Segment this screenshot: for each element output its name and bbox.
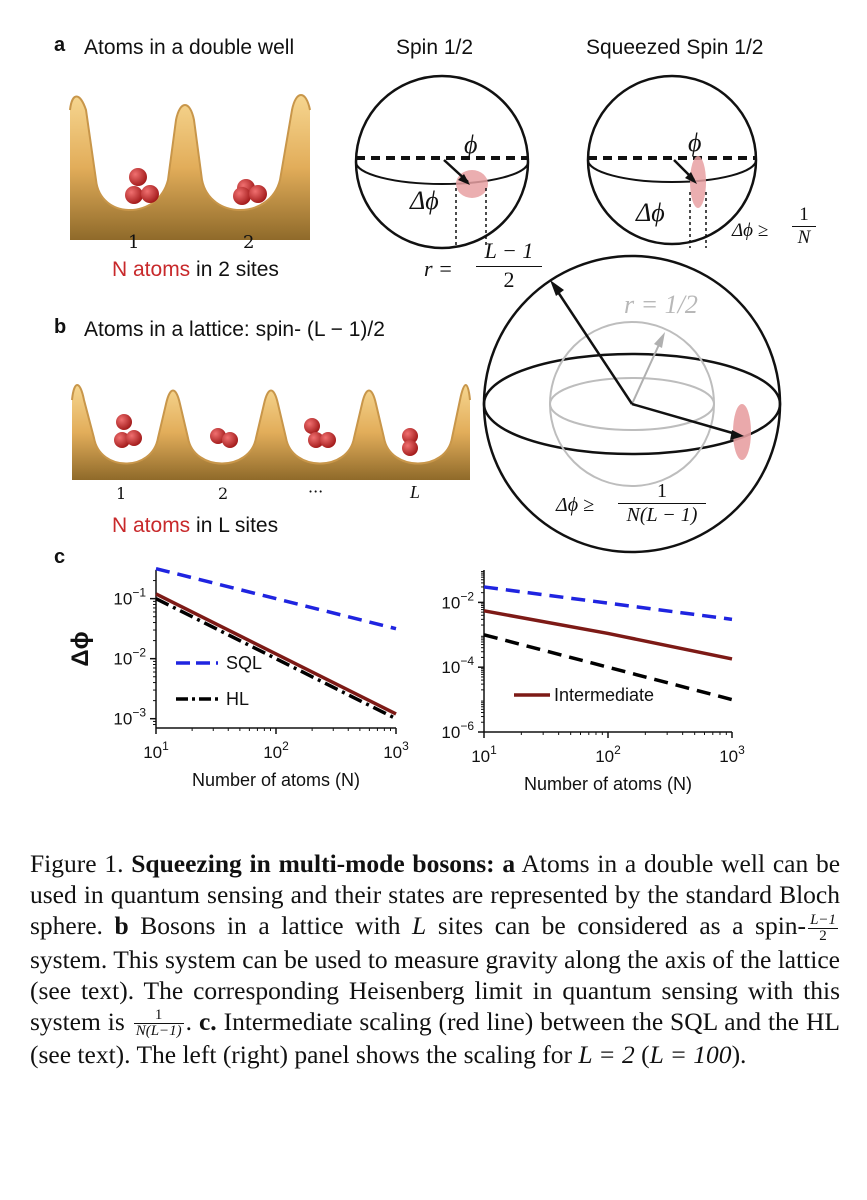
atom	[233, 187, 251, 205]
radius-fraction: L − 1 2	[476, 238, 542, 293]
series-line-hl	[155, 597, 397, 721]
phi-label-squeezed: ϕ	[688, 128, 702, 157]
caption-frac1-den: 2	[819, 927, 827, 944]
delta-phi-label: Δϕ	[410, 186, 439, 215]
legend-label: SQL	[226, 653, 262, 673]
y-tick-label: 10−2	[441, 589, 474, 612]
atom	[125, 186, 143, 204]
hl-numerator-b: 1	[618, 480, 706, 504]
caption-frac1-num: L−1	[808, 911, 839, 929]
x-tick-label: 101	[471, 743, 497, 766]
x-tick-label: 103	[719, 743, 745, 766]
caption-c-end: ).	[731, 1040, 747, 1070]
lattice-site-2: 2	[218, 484, 229, 503]
hl-bound-lattice: Δϕ ≥	[556, 494, 595, 516]
caption-b-text1: Bosons in a lattice with	[140, 911, 401, 940]
legend-label: HL	[226, 689, 249, 709]
radius-denominator: 2	[503, 267, 515, 292]
double-well-surface	[69, 94, 311, 240]
squeezed-spin-title: Squeezed Spin 1/2	[586, 36, 764, 59]
radius-lhs: r =	[424, 256, 453, 281]
y-axis-label: Δϕ	[67, 631, 94, 666]
x-tick-label: 102	[263, 739, 289, 762]
large-spin-sphere	[482, 254, 782, 554]
atoms-caption-a: N atoms in 2 sites	[112, 258, 279, 282]
legend-label: Intermediate	[554, 685, 654, 705]
caption-b-letter: b	[114, 911, 129, 940]
atom	[141, 185, 159, 203]
atoms-sites-label: in 2 sites	[190, 258, 279, 281]
y-tick-label: 10−2	[113, 646, 146, 669]
lattice-site-1: 1	[116, 484, 127, 503]
lattice-site-L: L	[410, 482, 421, 502]
hl-denominator-a: N	[797, 227, 811, 248]
series-line-sql	[155, 566, 397, 631]
caption-frac2-num: 1	[133, 1008, 184, 1025]
well-surface-shape	[70, 95, 310, 240]
atoms-count-label: N atoms	[112, 258, 191, 281]
caption-c-letter: c.	[198, 1006, 217, 1036]
x-tick-label: 102	[595, 743, 621, 766]
hl-denominator-b: N(L − 1)	[626, 504, 698, 526]
atom	[249, 185, 267, 203]
inner-radius-label: r = 1/2	[624, 290, 698, 319]
series-line-intermediate	[483, 609, 733, 661]
panel-b-letter: b	[54, 316, 67, 338]
panel-a-title: Atoms in a double well	[84, 36, 295, 59]
phi-label: ϕ	[464, 130, 478, 159]
caption-L: L	[412, 911, 427, 940]
lattice-site-ellipsis: ···	[308, 482, 324, 501]
caption-b-text2: sites can be considered as a spin-	[437, 911, 807, 940]
series-line-curve-0	[483, 585, 733, 622]
x-tick-label: 103	[383, 739, 409, 762]
x-tick-label: 101	[143, 739, 169, 762]
squeezed-bloch-sphere	[586, 74, 758, 248]
atoms-sites-label-b: in L sites	[190, 514, 279, 537]
caption-b-text3: system. This system can be used to measu…	[30, 944, 840, 1036]
caption-eq2: L = 100	[649, 1040, 732, 1070]
panel-b-title: Atoms in a lattice: spin- (L − 1)/2	[84, 318, 385, 341]
y-tick-label: 10−3	[113, 706, 146, 729]
site-label-2: 2	[243, 232, 255, 253]
x-axis-label: Number of atoms (N)	[524, 774, 692, 794]
hl-fraction-a: 1 N	[792, 204, 816, 249]
caption-a-text: Atoms in a double well can be used in qu…	[30, 849, 841, 940]
delta-phi-label-squeezed: Δϕ	[636, 198, 665, 227]
y-tick-label: 10−6	[441, 719, 474, 742]
bloch-sphere	[354, 74, 530, 250]
caption-title: Squeezing in multi-mode bosons:	[131, 849, 495, 878]
site-label-1: 1	[128, 232, 140, 253]
figure-label: Figure 1.	[30, 849, 124, 878]
hl-numerator-a: 1	[792, 204, 816, 227]
figure-caption: Figure 1. Squeezing in multi-mode bosons…	[30, 849, 841, 1070]
hl-bound-double-well: Δϕ ≥	[732, 220, 769, 241]
radius-numerator: L − 1	[476, 238, 542, 267]
y-tick-label: 10−1	[113, 586, 146, 609]
series-line-curve-2	[155, 592, 397, 716]
x-axis-label: Number of atoms (N)	[192, 770, 360, 790]
squeezed-uncertainty-ellipse	[690, 156, 706, 208]
atom	[129, 168, 147, 186]
caption-a-letter: a	[502, 849, 516, 878]
caption-frac2-den: N(L−1)	[135, 1023, 182, 1040]
panel-c-letter: c	[54, 546, 66, 568]
y-tick-label: 10−4	[441, 654, 474, 677]
atoms-caption-b: N atoms in L sites	[112, 514, 278, 538]
hl-fraction-b: 1 N(L − 1)	[618, 480, 706, 527]
panel-a-letter: a	[54, 34, 66, 56]
caption-c-text: Intermediate scaling (red line) between …	[30, 1006, 841, 1070]
spin-half-title: Spin 1/2	[396, 36, 474, 59]
lattice-surface	[71, 384, 471, 480]
caption-eq1: L = 2	[578, 1040, 635, 1070]
atoms-count-label-b: N atoms	[112, 514, 191, 537]
